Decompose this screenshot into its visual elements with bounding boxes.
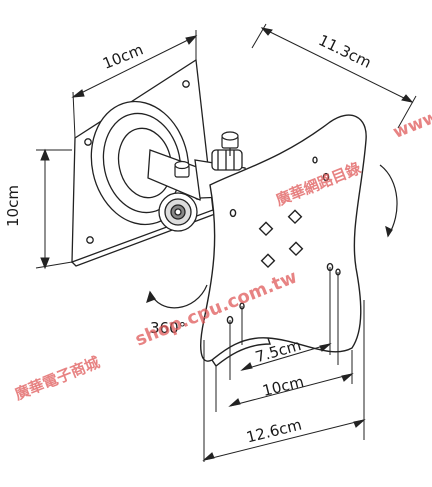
watermark-left: 廣華電子商城: [12, 353, 102, 403]
vesa-plate: [200, 114, 367, 368]
label-plate-12-6cm: 12.6cm: [245, 415, 304, 446]
label-360: 360°: [150, 319, 186, 337]
label-left-10cm: 10cm: [4, 185, 22, 227]
hex-screw-side: [174, 160, 190, 178]
label-depth-11-3cm: 11.3cm: [316, 31, 374, 72]
rotation-arrow: [146, 284, 208, 309]
dim-left-10cm: [35, 148, 73, 270]
hex-screw-top: [221, 131, 239, 156]
rotation-knob: [158, 192, 198, 232]
label-top-10cm: 10cm: [100, 40, 146, 72]
dim-depth-11-3cm: [251, 23, 417, 129]
dim-vesa: [202, 267, 366, 462]
wall-plate: [71, 58, 216, 267]
label-vesa-7-5cm: 7.5cm: [253, 336, 303, 366]
watermark-corner: www: [390, 107, 432, 143]
tilt-arrow: [379, 164, 398, 238]
label-vesa-10cm: 10cm: [261, 372, 306, 400]
dim-top-10cm: [71, 30, 198, 139]
